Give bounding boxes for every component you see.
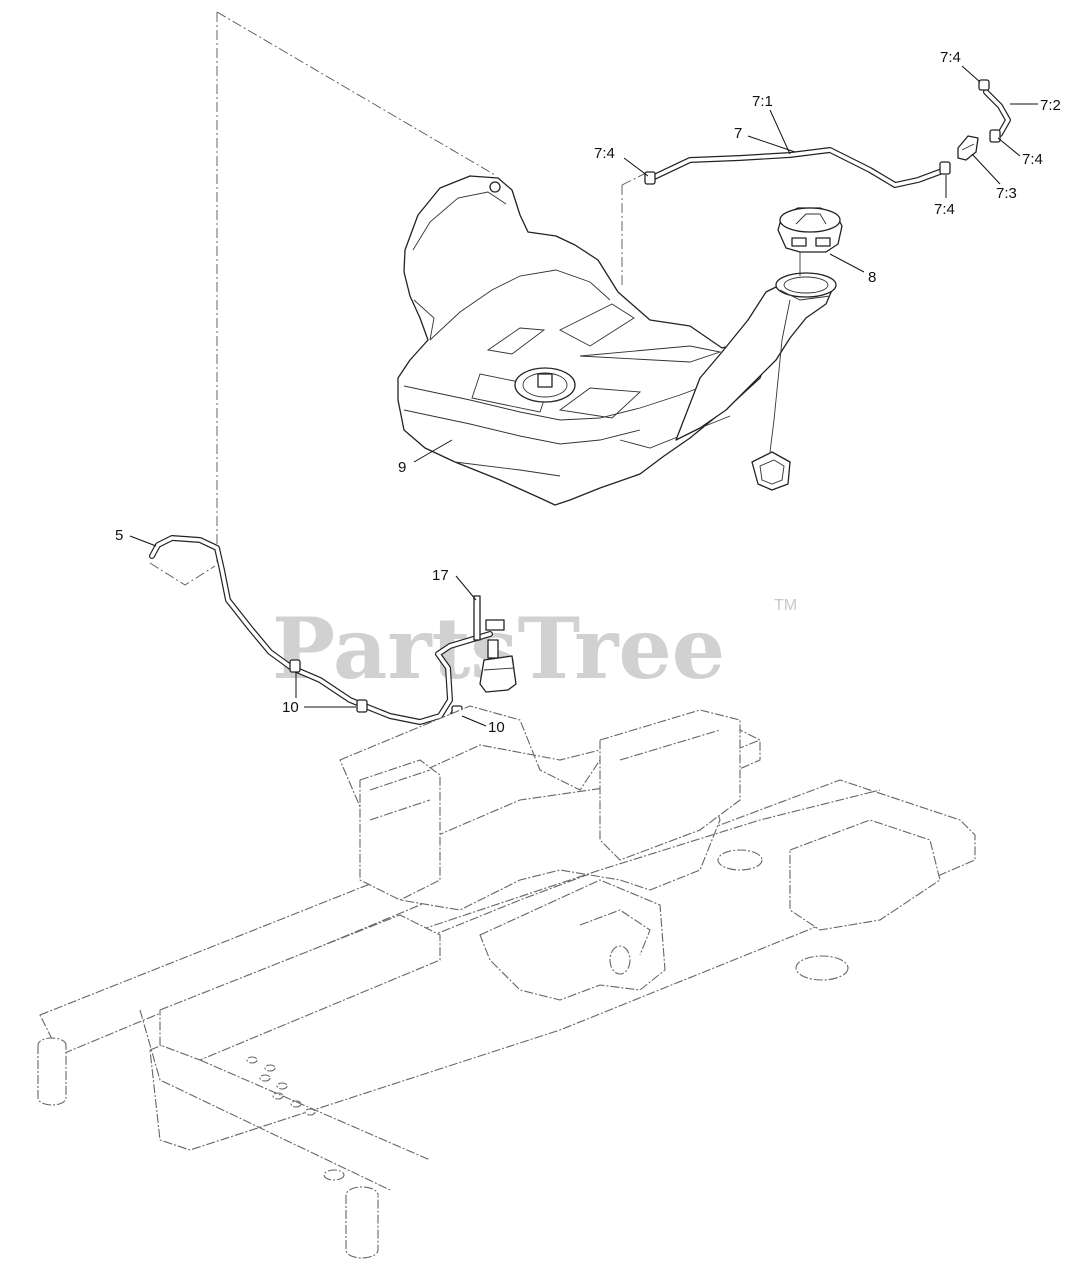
hose-clamp-right <box>989 129 1001 143</box>
callout-label: 9 <box>398 459 406 476</box>
fuel-tank <box>397 175 837 506</box>
callout-label: 7:2 <box>1040 97 1061 114</box>
vent-valve <box>957 135 979 161</box>
callout-7-1: 7:1 <box>752 93 791 155</box>
callout-5: 5 <box>115 527 157 547</box>
fuel-cap <box>751 207 843 491</box>
callout-label: 7:1 <box>752 93 773 110</box>
callout-label: 7 <box>734 125 742 142</box>
vent-hose-assembly <box>644 79 1011 188</box>
hose-clamp-10b <box>356 699 368 713</box>
callout-7-4-top: 7:4 <box>940 49 981 83</box>
callouts: 7:4 7:1 7:2 7 7:4 7:4 7:3 7:4 <box>115 49 1061 736</box>
callout-label: 5 <box>115 527 123 544</box>
callout-label: 17 <box>432 567 449 584</box>
callout-8: 8 <box>829 253 876 286</box>
watermark-trademark: TM <box>774 597 797 614</box>
callout-10-right: 10 <box>461 715 505 736</box>
callout-17: 17 <box>432 567 477 601</box>
callout-7-4-left: 7:4 <box>594 145 649 177</box>
callout-7-4-right: 7:4 <box>997 137 1043 168</box>
hose-clamp-bottom <box>939 161 951 175</box>
caster-tube-right <box>345 1186 379 1259</box>
callout-label: 7:4 <box>934 201 955 218</box>
callout-7-2: 7:2 <box>1010 97 1061 114</box>
callout-label: 7:3 <box>996 185 1017 202</box>
hose-clamp-10a <box>289 659 301 673</box>
callout-label: 10 <box>282 699 299 716</box>
callout-label: 8 <box>868 269 876 286</box>
callout-9: 9 <box>398 439 453 476</box>
partstree-watermark: PartsTree TM <box>272 597 797 698</box>
callout-label: 10 <box>488 719 505 736</box>
mower-frame <box>37 705 976 1259</box>
callout-7-3: 7:3 <box>971 153 1017 202</box>
caster-tube-left <box>37 1037 67 1106</box>
callout-7: 7 <box>734 125 796 153</box>
phantom-lines <box>149 11 649 586</box>
fuel-filter <box>473 595 517 693</box>
hose-clamp-top <box>978 79 990 91</box>
callout-label: 7:4 <box>1022 151 1043 168</box>
callout-7-4-bottom: 7:4 <box>934 175 955 218</box>
callout-label: 7:4 <box>940 49 961 66</box>
callout-10-left: 10 <box>282 672 356 716</box>
hose-clamp-left <box>644 171 656 185</box>
callout-label: 7:4 <box>594 145 615 162</box>
